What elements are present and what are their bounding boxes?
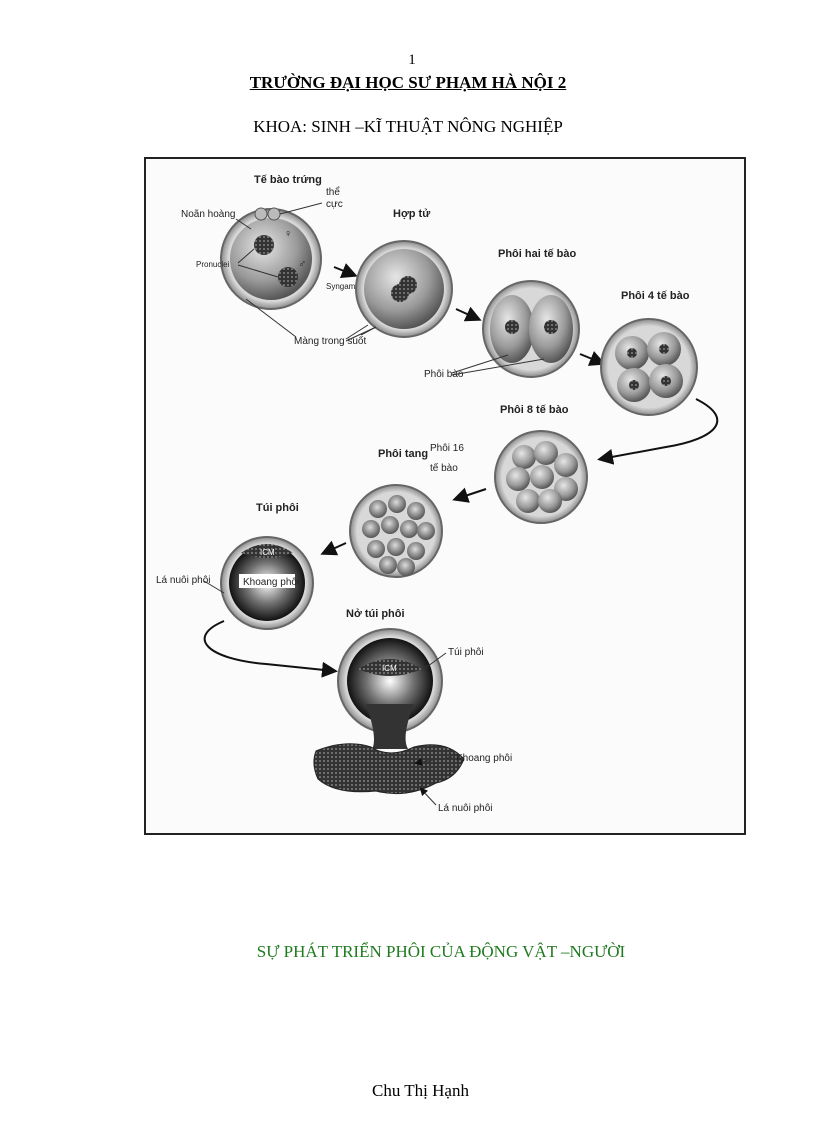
label-hatching-blastocyst: Túi phôi — [448, 647, 484, 658]
embryo-development-figure: Tế bào trứng thể cực Noãn hoàng Pronucle… — [144, 157, 746, 835]
embryo-development-diagram: Tế bào trứng thể cực Noãn hoàng Pronucle… — [156, 174, 719, 814]
label-zygote-stage: Hợp tử — [393, 208, 430, 220]
label-four-cell-stage: Phôi 4 tế bào — [621, 290, 690, 302]
female-symbol: ♀ — [284, 228, 292, 240]
label-polar-body-2: cực — [326, 199, 343, 210]
label-morula-stage: Phôi tang — [378, 448, 428, 460]
label-egg-stage: Tế bào trứng — [254, 174, 322, 186]
hatching-blastocyst-diagram — [313, 628, 465, 795]
label-blastomere: Phôi bào — [424, 369, 464, 380]
author-name: Chu Thị Hạnh — [372, 1081, 469, 1100]
label-yolk: Noãn hoàng — [181, 209, 236, 220]
label-hatching-stage: Nở túi phôi — [346, 608, 405, 620]
label-two-cell-stage: Phôi hai tế bào — [498, 248, 577, 260]
two-cell-embryo-diagram — [482, 280, 580, 378]
label-pronuclei: Pronuclei — [196, 260, 230, 269]
label-syngamy: Syngamy — [326, 282, 359, 291]
label-blastocyst-stage: Túi phôi — [256, 502, 299, 514]
label-eight-cell-stage: Phôi 8 tế bào — [500, 404, 569, 416]
blastocyst-diagram — [220, 536, 314, 630]
label-blastocoel: Khoang phôi — [243, 577, 299, 588]
label-icm: ICM — [260, 548, 275, 557]
eight-cell-embryo-diagram — [494, 430, 588, 524]
page-number: 1 — [408, 52, 416, 68]
label-hatching-trophoblast: Lá nuôi phôi — [438, 803, 493, 814]
label-hatching-icm: ICM — [382, 664, 397, 673]
label-trophoblast: Lá nuôi phôi — [156, 575, 211, 586]
label-hatching-blastocoel: Khoang phôi — [456, 753, 512, 764]
label-sixteen-cell-2: tế bào — [430, 462, 458, 474]
document-title: SỰ PHÁT TRIỂN PHÔI CỦA ĐỘNG VẬT –NGƯỜI — [256, 942, 626, 961]
four-cell-embryo-diagram — [600, 318, 698, 416]
faculty-heading: KHOA: SINH –KĨ THUẬT NÔNG NGHIỆP — [253, 117, 563, 136]
label-sixteen-cell-1: Phôi 16 — [430, 443, 464, 454]
label-polar-body-1: thể — [326, 186, 340, 198]
male-symbol: ♂ — [298, 258, 306, 270]
university-heading: TRƯỜNG ĐẠI HỌC SƯ PHẠM HÀ NỘI 2 — [249, 73, 567, 92]
zygote-diagram — [355, 240, 453, 338]
egg-cell-diagram — [220, 207, 322, 310]
morula-diagram — [349, 484, 443, 578]
